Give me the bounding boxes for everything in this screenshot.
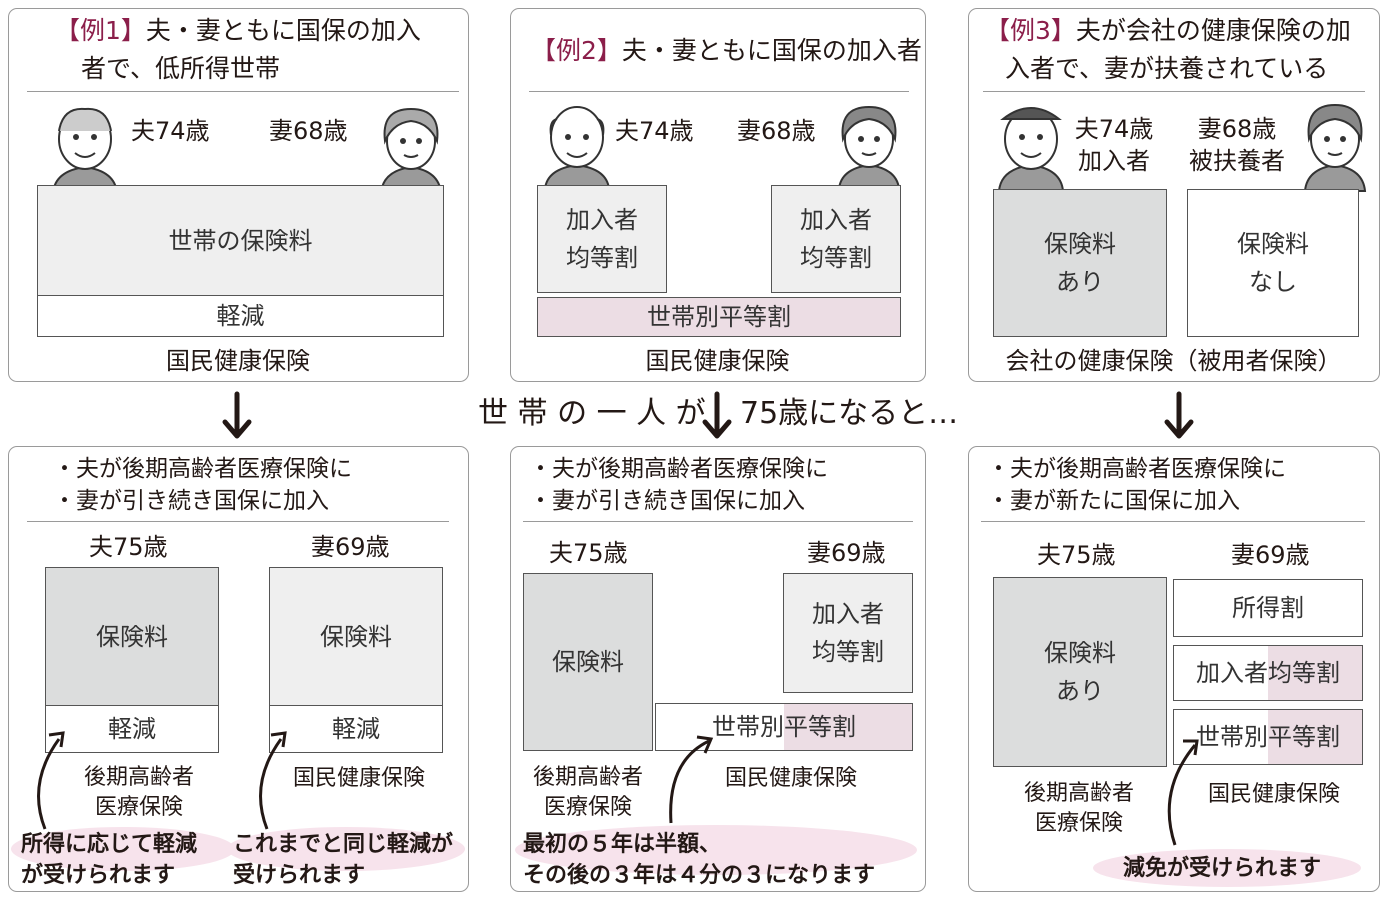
condition-line-2: ・妻が新たに国保に加入 bbox=[987, 488, 1240, 514]
example-3-tag: 【例3】 bbox=[985, 16, 1076, 45]
husband-age: 夫75歳 bbox=[89, 533, 168, 561]
curved-arrow-icon bbox=[1167, 739, 1199, 846]
wife-age: 妻68歳 bbox=[269, 117, 348, 145]
bottom-example-3-panel: ・夫が後期高齢者医療保険に ・妻が新たに国保に加入 夫75歳 妻69歳 保険料あ… bbox=[968, 446, 1380, 892]
transition-caption-age: 75歳になると… bbox=[740, 396, 959, 431]
top-example-2-panel: 【例2】夫・妻ともに国保の加入者 夫74歳 妻68歳 加入者均等割 加入者均等割… bbox=[510, 8, 926, 382]
late-elderly-premium-box: 保険料あり bbox=[993, 577, 1167, 767]
husband-illustration bbox=[997, 107, 1065, 192]
down-arrow-icon bbox=[222, 391, 252, 439]
note-highlight bbox=[227, 827, 465, 871]
wife-age: 妻69歳 bbox=[807, 539, 886, 567]
bottom-example-2-panel: ・夫が後期高齢者医療保険に ・妻が引き続き国保に加入 夫75歳 妻69歳 保険料… bbox=[510, 446, 926, 892]
down-arrow-icon bbox=[702, 391, 732, 439]
note-highlight bbox=[515, 825, 917, 875]
top-example-1-panel: 【例1】夫・妻ともに国保の加入 者で、低所得世帯 夫74歳 妻68歳 世帯の保険… bbox=[8, 8, 469, 382]
husband-age: 夫74歳 bbox=[131, 117, 210, 145]
husband-age: 夫74歳 bbox=[615, 117, 694, 145]
example-1-title: 【例1】夫・妻ともに国保の加入 bbox=[55, 16, 421, 45]
example-3-title-line2: 入者で、妻が扶養されている bbox=[1005, 54, 1329, 83]
divider bbox=[983, 91, 1365, 92]
example-1-title-line2: 者で、低所得世帯 bbox=[81, 54, 281, 83]
household-flat-rate-box: 世帯別 平等割 bbox=[1173, 709, 1363, 765]
discount-schedule-note: 最初の５年は半額、その後の３年は４分の３になります bbox=[523, 832, 876, 888]
household-premium-box: 世帯の保険料 bbox=[37, 185, 444, 297]
reduction-note-left: 所得に応じて軽減が受けられます bbox=[21, 832, 198, 888]
note-highlight bbox=[11, 827, 235, 871]
employee-insurance-label: 会社の健康保険（被用者保険） bbox=[1005, 347, 1342, 375]
late-elderly-premium-box: 保険料 bbox=[45, 567, 219, 707]
late-elderly-insurance-label: 後期高齢者医療保険 bbox=[1023, 781, 1134, 836]
wife-age: 妻69歳 bbox=[311, 533, 390, 561]
per-capita-box-wife: 加入者均等割 bbox=[771, 185, 901, 293]
household-flat-rate-white: 世帯別 bbox=[712, 713, 784, 741]
exemption-note: 減免が受けられます bbox=[1123, 856, 1322, 881]
national-health-insurance-label: 国民健康保険 bbox=[724, 766, 857, 791]
income-based-box: 所得割 bbox=[1173, 579, 1363, 637]
premium-none-box: 保険料なし bbox=[1187, 189, 1359, 337]
per-capita-box-wife: 加入者均等割 bbox=[783, 573, 913, 693]
late-elderly-premium-box: 保険料 bbox=[523, 573, 653, 751]
condition-line-1: ・夫が後期高齢者医療保険に bbox=[53, 456, 352, 482]
divider bbox=[523, 521, 913, 522]
divider bbox=[27, 521, 449, 522]
late-elderly-insurance-label: 後期高齢者医療保険 bbox=[532, 765, 643, 820]
divider bbox=[981, 521, 1365, 522]
curved-arrow-icon bbox=[259, 731, 287, 830]
premium-yes-box: 保険料あり bbox=[993, 189, 1167, 337]
wife-age: 妻69歳 bbox=[1231, 541, 1310, 569]
wife-illustration bbox=[1303, 103, 1367, 192]
husband-illustration bbox=[543, 106, 611, 190]
divider bbox=[529, 91, 909, 92]
condition-line-1: ・夫が後期高齢者医療保険に bbox=[529, 456, 828, 482]
reduction-box: 軽減 bbox=[37, 295, 444, 337]
household-flat-rate-box: 世帯別 平等割 bbox=[655, 703, 913, 751]
down-arrow-icon bbox=[1164, 391, 1194, 439]
national-health-insurance-label: 国民健康保険 bbox=[292, 766, 425, 791]
late-elderly-insurance-label: 後期高齢者医療保険 bbox=[83, 765, 194, 820]
husband-age: 夫75歳 bbox=[1037, 541, 1116, 569]
husband-age: 夫74歳加入者 bbox=[1074, 115, 1154, 175]
bottom-example-1-panel: ・夫が後期高齢者医療保険に ・妻が引き続き国保に加入 夫75歳 妻69歳 保険料… bbox=[8, 446, 469, 892]
national-health-insurance-label: 国民健康保険 bbox=[166, 347, 310, 375]
wife-age: 妻68歳被扶養者 bbox=[1189, 115, 1285, 175]
example-3-title: 【例3】夫が会社の健康保険の加 bbox=[985, 16, 1351, 45]
nhi-reduction-box: 軽減 bbox=[269, 705, 443, 753]
national-health-insurance-label: 国民健康保険 bbox=[1207, 782, 1340, 807]
husband-illustration bbox=[51, 107, 119, 194]
condition-line-1: ・夫が後期高齢者医療保険に bbox=[987, 456, 1286, 482]
example-2-tag: 【例2】 bbox=[531, 36, 622, 65]
condition-line-2: ・妻が引き続き国保に加入 bbox=[529, 488, 805, 514]
divider bbox=[27, 91, 459, 92]
national-health-insurance-label: 国民健康保険 bbox=[645, 347, 790, 375]
example-1-tag: 【例1】 bbox=[55, 16, 146, 45]
household-flat-rate-pink: 平等割 bbox=[784, 704, 912, 750]
reduction-note-right: これまでと同じ軽減が受けられます bbox=[233, 832, 454, 888]
top-example-3-panel: 【例3】夫が会社の健康保険の加 入者で、妻が扶養されている 夫74歳加入者 妻6… bbox=[968, 8, 1380, 382]
curved-arrow-icon bbox=[669, 735, 714, 824]
condition-line-2: ・妻が引き続き国保に加入 bbox=[53, 488, 329, 514]
household-flat-rate-box: 世帯別平等割 bbox=[537, 297, 901, 337]
transition-caption: 世 帯 の 一 人 が bbox=[478, 396, 706, 431]
late-elderly-reduction-box: 軽減 bbox=[45, 705, 219, 753]
curved-arrow-icon bbox=[37, 731, 65, 830]
wife-illustration bbox=[837, 105, 901, 190]
example-2-title: 【例2】夫・妻ともに国保の加入者 bbox=[531, 36, 922, 65]
note-highlight bbox=[1093, 849, 1361, 887]
nhi-premium-box: 保険料 bbox=[269, 567, 443, 707]
husband-age: 夫75歳 bbox=[549, 539, 628, 567]
per-capita-box: 加入者 均等割 bbox=[1173, 645, 1363, 701]
wife-illustration bbox=[379, 107, 443, 194]
wife-age: 妻68歳 bbox=[737, 117, 816, 145]
per-capita-box-husband: 加入者均等割 bbox=[537, 185, 667, 293]
